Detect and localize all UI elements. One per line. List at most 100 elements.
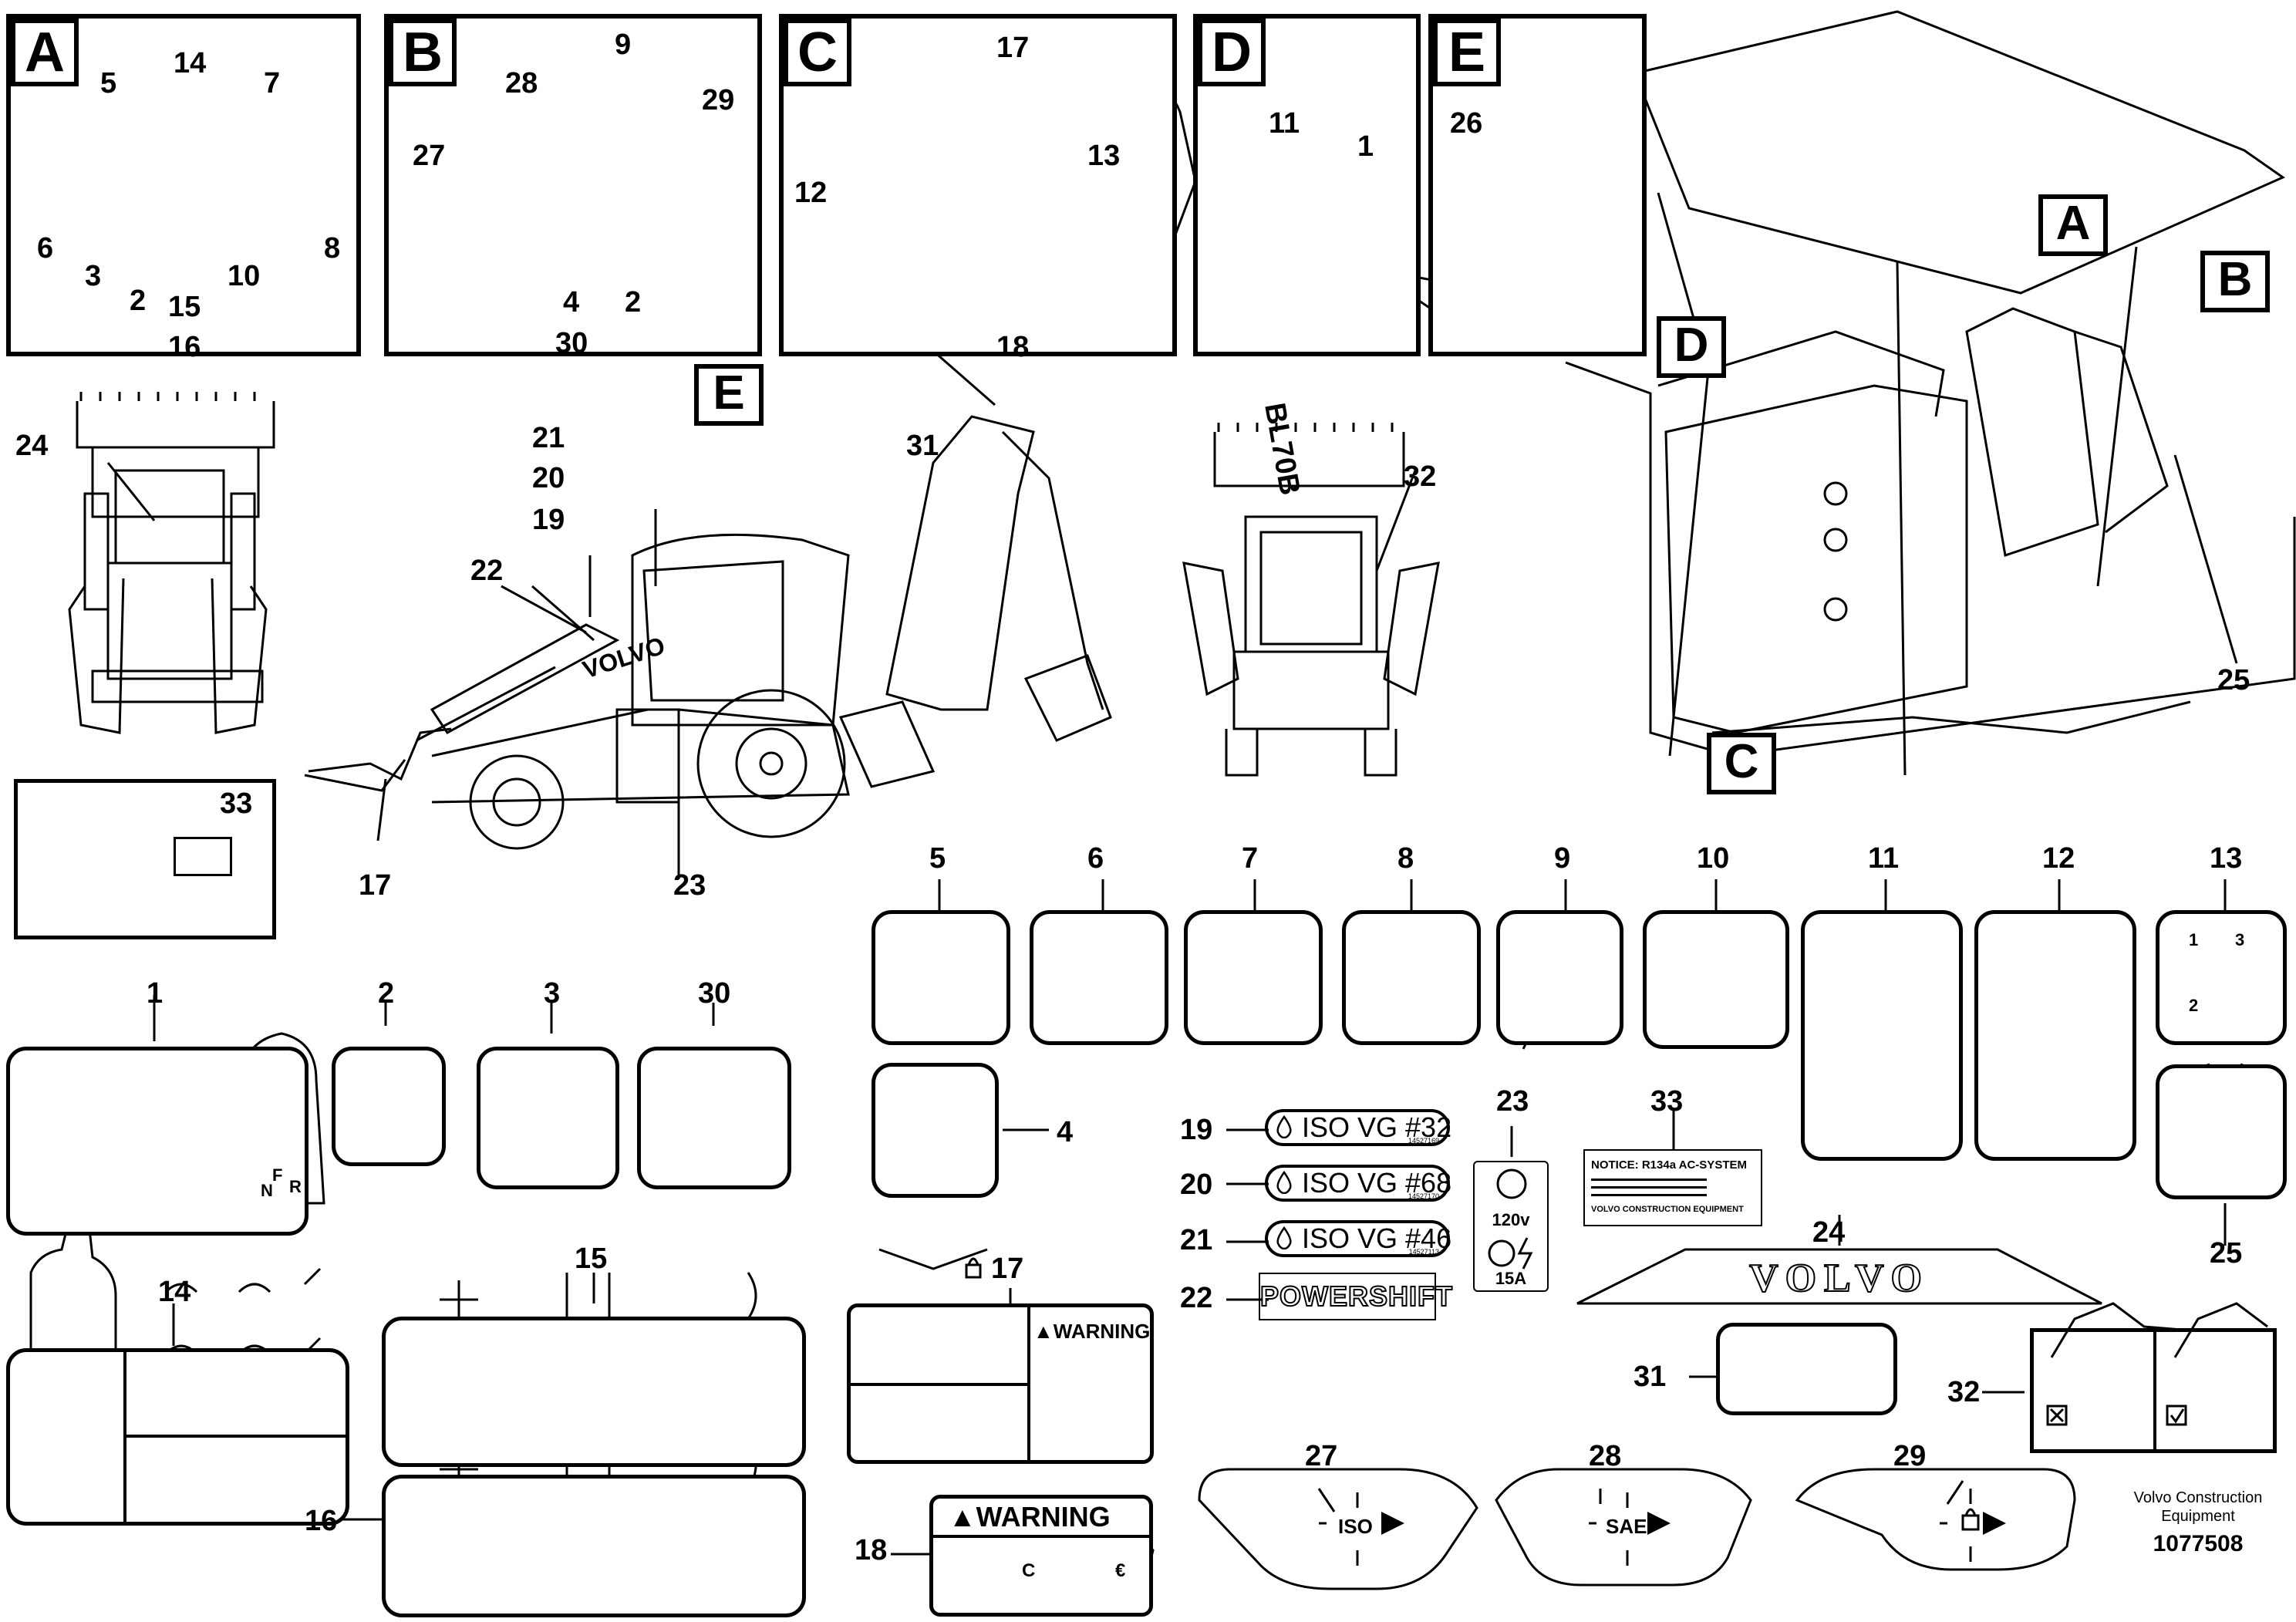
side-view-machine-drawing	[304, 415, 1112, 850]
ref-num: 32	[1404, 460, 1437, 493]
ref-num: 4	[563, 286, 580, 319]
decal-33-fine-print	[1591, 1186, 1707, 1189]
ref-num: 15	[168, 291, 201, 323]
decal-18-letter-e: €	[1115, 1560, 1126, 1581]
decal-13	[2156, 910, 2287, 1045]
decal-28-arrows	[1589, 1492, 1666, 1566]
decal-32-divider	[2153, 1328, 2156, 1453]
ref-num: 18	[996, 331, 1030, 363]
decal-27-label: ISO	[1338, 1515, 1373, 1538]
decal-33-location	[174, 837, 232, 876]
decal-8-number: 8	[1397, 842, 1414, 875]
decal-27-arrows	[1319, 1492, 1400, 1566]
decal-22-number: 22	[1180, 1282, 1213, 1314]
ref-num: 29	[702, 84, 735, 116]
decal-6-number: 6	[1087, 842, 1104, 875]
detail-box-c: C	[779, 14, 1177, 356]
cab-perspective-drawing	[1565, 10, 2296, 776]
decal-13-number: 13	[2210, 842, 2243, 875]
ref-num: 1	[1357, 130, 1374, 163]
ref-num: 33	[220, 787, 253, 820]
decal-19-number: 19	[1180, 1114, 1213, 1146]
callout-d: D	[1657, 316, 1726, 378]
decal-22: POWERSHIFT	[1259, 1273, 1453, 1320]
decal-12	[1974, 910, 2136, 1161]
decal-21: ISO VG #46 14527113	[1265, 1220, 1451, 1257]
decal-20-number: 20	[1180, 1168, 1213, 1201]
ref-num: 22	[470, 555, 504, 587]
decal-17-warning: ▲WARNING	[1033, 1320, 1150, 1342]
decal-9-number: 9	[1554, 842, 1571, 875]
warning-icon: ▲	[1033, 1320, 1054, 1343]
detail-letter-a: A	[11, 19, 79, 86]
ref-num: 13	[1087, 140, 1121, 172]
detail-box-a: A	[6, 14, 361, 356]
decal-23: 120v 15A	[1473, 1161, 1549, 1292]
rear-view-machine-drawing	[1182, 423, 1440, 777]
decal-23-volt: 120v	[1492, 1210, 1530, 1229]
decal-17-divider-h	[849, 1383, 1028, 1386]
decal-31	[1716, 1323, 1897, 1415]
decal-11	[1801, 910, 1963, 1161]
warning-text: WARNING	[976, 1501, 1111, 1533]
detail-box-e: E	[1428, 14, 1647, 356]
decal-33-compressor-box	[14, 779, 276, 939]
decal-17-divider	[1027, 1306, 1030, 1462]
callout-b: B	[2200, 251, 2270, 312]
ref-num: 28	[505, 67, 538, 99]
decal-28-number: 28	[1589, 1440, 1622, 1472]
decal-19: ISO VG #32 14527169	[1265, 1109, 1452, 1146]
decal-10-number: 10	[1697, 842, 1730, 875]
decal-24-number: 24	[1812, 1216, 1846, 1249]
decal-3	[477, 1047, 619, 1189]
decal-4-number: 4	[1057, 1116, 1074, 1148]
decal-18	[929, 1495, 1153, 1617]
decal-23-number: 23	[1496, 1085, 1529, 1118]
decal-33-title: NOTICE: R134a AC-SYSTEM	[1591, 1158, 1747, 1172]
ref-num: 27	[413, 140, 446, 172]
decal-18-divider-h	[929, 1535, 1153, 1538]
ref-num: 3	[85, 260, 102, 292]
lock-icon-shackle	[1964, 1508, 1977, 1516]
decal-33-fine-print	[1591, 1194, 1707, 1196]
decal-33: NOTICE: R134a AC-SYSTEM VOLVO CONSTRUCTI…	[1583, 1149, 1762, 1226]
ref-num: 7	[264, 67, 281, 99]
ref-num: 14	[174, 47, 207, 79]
decal-29-shape	[1795, 1468, 2076, 1571]
decal-4	[872, 1063, 999, 1198]
decal-22-text: POWERSHIFT	[1259, 1280, 1453, 1313]
ref-num: 23	[673, 869, 706, 902]
detail-letter-e: E	[1433, 19, 1501, 86]
detail-letter-b: B	[389, 19, 457, 86]
decal-2	[332, 1047, 446, 1166]
decal-24-shape	[1576, 1248, 2102, 1305]
oil-drop-icon	[1276, 1171, 1292, 1194]
callout-e: E	[694, 364, 764, 426]
decal-18-letter-c: C	[1022, 1560, 1036, 1581]
decal-19-text: ISO VG #32	[1302, 1111, 1452, 1143]
decal-14-divider-h	[123, 1435, 347, 1438]
decal-1-number: 1	[147, 977, 164, 1010]
decal-15-icon	[440, 1272, 757, 1320]
decal-31-number: 31	[1633, 1361, 1667, 1393]
decal-27-shape	[1198, 1468, 1478, 1590]
decal-21-code: 14527113	[1408, 1248, 1439, 1256]
decal-24-text: VOLVO	[1748, 1256, 1930, 1301]
decal-15	[382, 1317, 806, 1467]
decal-7-number: 7	[1242, 842, 1259, 875]
decal-30	[637, 1047, 791, 1189]
ref-num: 19	[532, 504, 565, 536]
ref-num: 16	[168, 331, 201, 363]
decal-2-number: 2	[378, 977, 395, 1010]
decal-18-number: 18	[855, 1534, 888, 1566]
detail-box-b: B	[384, 14, 762, 356]
ref-num: 5	[100, 67, 117, 99]
decal-19-code: 14527169	[1408, 1137, 1439, 1145]
decal-20-text: ISO VG #68	[1302, 1167, 1452, 1199]
decal-13-label-3: 3	[2235, 930, 2245, 949]
callout-a: A	[2038, 194, 2108, 256]
gear-r: R	[289, 1177, 302, 1196]
oil-drop-icon	[1276, 1226, 1292, 1249]
front-view-machine-drawing	[68, 392, 275, 734]
ref-num: 25	[2217, 664, 2250, 696]
